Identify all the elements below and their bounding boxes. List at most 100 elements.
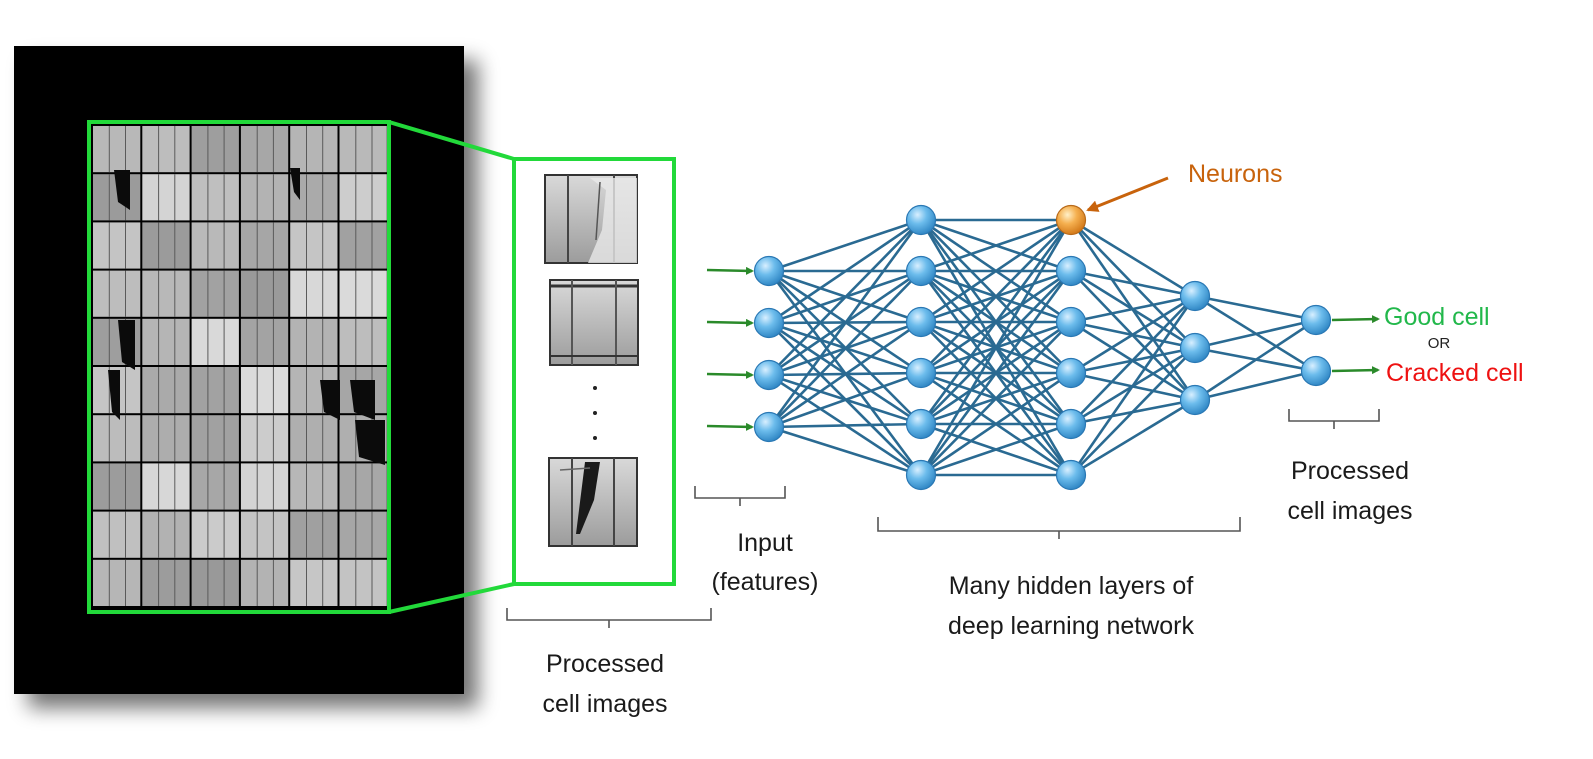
panel-cell bbox=[290, 270, 338, 317]
zoom-line-top bbox=[388, 120, 515, 161]
brace-hidden-layers bbox=[877, 517, 1241, 539]
neuron bbox=[1179, 280, 1211, 312]
hidden-layers-label-line2: deep learning network bbox=[948, 612, 1194, 640]
panel-cell bbox=[93, 126, 141, 173]
panel-cell bbox=[191, 318, 239, 365]
neuron bbox=[905, 357, 937, 389]
network-edge bbox=[919, 270, 1073, 476]
panel-cell bbox=[290, 463, 338, 510]
input-arrow bbox=[706, 422, 754, 431]
cell-crack bbox=[320, 380, 340, 420]
panel-cell bbox=[142, 318, 190, 365]
neuron bbox=[905, 306, 937, 338]
neuron bbox=[1300, 304, 1332, 336]
network-edge bbox=[768, 425, 922, 477]
panel-cell bbox=[290, 415, 338, 462]
network-edge bbox=[920, 321, 1072, 476]
zoom-line-bottom bbox=[388, 582, 515, 614]
vertical-dots-icon bbox=[593, 386, 597, 440]
panel-cell bbox=[290, 559, 338, 606]
panel-cell bbox=[191, 463, 239, 510]
cell-thumbnail-3 bbox=[548, 457, 638, 547]
or-label: OR bbox=[1427, 335, 1451, 352]
network-edge bbox=[919, 219, 1073, 476]
panel-cell bbox=[93, 463, 141, 510]
processed-cell-images-right-line1: Processed bbox=[1290, 457, 1410, 485]
panel-cell bbox=[191, 126, 239, 173]
hidden-layers-label-line1: Many hidden layers of bbox=[948, 572, 1194, 600]
output-arrow bbox=[1331, 315, 1380, 324]
panel-cell bbox=[93, 511, 141, 558]
panel-cell bbox=[240, 463, 289, 510]
network-edge bbox=[1070, 294, 1196, 324]
panel-cell bbox=[240, 367, 289, 414]
panel-cell bbox=[240, 270, 289, 317]
highlighted-neuron bbox=[1055, 204, 1087, 236]
panel-cell bbox=[240, 222, 289, 269]
network-edge bbox=[768, 218, 922, 273]
panel-cell bbox=[240, 415, 289, 462]
input-arrow bbox=[706, 266, 754, 275]
network-edge bbox=[920, 218, 1072, 324]
panel-cell bbox=[339, 270, 387, 317]
network-edge bbox=[1194, 318, 1317, 350]
neuron bbox=[753, 307, 785, 339]
panel-cell bbox=[191, 222, 239, 269]
network-edge bbox=[1194, 369, 1317, 402]
cell-crack bbox=[108, 370, 120, 420]
cell-thumbnail-1 bbox=[544, 174, 638, 264]
panel-background bbox=[14, 46, 464, 694]
network-edge bbox=[1070, 294, 1196, 375]
cell-crack bbox=[114, 170, 130, 210]
neuron bbox=[1055, 357, 1087, 389]
brace-thumbnails bbox=[506, 608, 712, 628]
panel-cell bbox=[142, 270, 190, 317]
input-arrow bbox=[706, 318, 754, 327]
panel-cell bbox=[142, 463, 190, 510]
neuron bbox=[1179, 384, 1211, 416]
panel-cell bbox=[142, 415, 190, 462]
brace-output bbox=[1288, 409, 1380, 429]
network-edge bbox=[1070, 269, 1196, 298]
network-neurons bbox=[753, 204, 1332, 491]
network-io-arrows bbox=[706, 266, 1380, 431]
network-edge bbox=[920, 218, 1072, 273]
neuron bbox=[1179, 332, 1211, 364]
braces bbox=[506, 409, 1380, 628]
panel-cell bbox=[339, 318, 387, 365]
neuron bbox=[753, 359, 785, 391]
network-edge bbox=[1070, 295, 1196, 425]
panel-cell bbox=[240, 511, 289, 558]
neuron bbox=[905, 459, 937, 491]
panel-cell bbox=[191, 174, 239, 221]
panel-cell bbox=[290, 511, 338, 558]
panel-cell bbox=[339, 463, 387, 510]
network-edge bbox=[1070, 218, 1196, 298]
neuron bbox=[1055, 459, 1087, 491]
input-arrow bbox=[706, 370, 754, 379]
neuron bbox=[1055, 255, 1087, 287]
panel-cell bbox=[240, 559, 289, 606]
processed-cell-images-left-line2: cell images bbox=[542, 690, 668, 718]
panel-cell bbox=[142, 174, 190, 221]
network-edge bbox=[920, 371, 1072, 477]
panel-cell bbox=[191, 270, 239, 317]
cell-thumbnails-panel bbox=[512, 157, 676, 586]
neurons-callout-arrow bbox=[1086, 176, 1169, 212]
solar-panel-image bbox=[14, 46, 464, 694]
neuron bbox=[753, 411, 785, 443]
panel-cell bbox=[142, 222, 190, 269]
panel-cell bbox=[142, 511, 190, 558]
panel-cell bbox=[339, 174, 387, 221]
network-edge bbox=[920, 422, 1072, 477]
panel-cell bbox=[93, 270, 141, 317]
input-label-line2: (features) bbox=[711, 568, 819, 596]
panel-highlight-box bbox=[87, 120, 391, 614]
panel-cell bbox=[93, 222, 141, 269]
network-edge bbox=[768, 371, 922, 429]
network-edge bbox=[1194, 294, 1317, 322]
neuron bbox=[1300, 355, 1332, 387]
panel-cell bbox=[142, 126, 190, 173]
panel-cell bbox=[339, 126, 387, 173]
